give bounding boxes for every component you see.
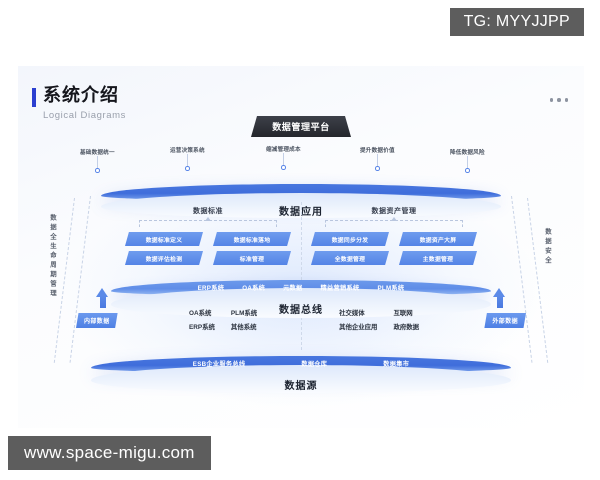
value-node-label: 运营决策系统 [170, 148, 205, 154]
value-node-0: 基础数据统一 [80, 148, 115, 173]
slide-canvas: 系统介绍 Logical Diagrams 数据管理平台 基础数据统一 运营决策… [18, 66, 584, 428]
value-node-label: 基础数据统一 [80, 150, 115, 156]
arrow-head [493, 288, 505, 297]
layer-data-bus-face [111, 288, 491, 318]
chip-item[interactable]: 标准管理 [213, 251, 291, 265]
source-item: 政府数据 [393, 324, 419, 331]
layer-data-source: 数据源 ESB企业服务总线 数据仓库 数据集市 [91, 356, 511, 396]
group-chip-list: 数据同步分发 数据资产大屏 全数据管理 主数据管理 [301, 232, 487, 265]
source-item: ERP系统 [189, 324, 215, 331]
source-item: 社交媒体 [339, 310, 365, 317]
internal-source-list: OA系统 PLM系统 ERP系统 其他系统 [189, 308, 257, 331]
value-node-4: 降低数据风险 [450, 148, 485, 173]
chip-item[interactable]: 全数据管理 [311, 251, 389, 265]
group-data-asset-management: 数据资产管理 数据同步分发 数据资产大屏 全数据管理 主数据管理 [301, 206, 487, 265]
value-node-dot-icon [465, 168, 470, 173]
value-node-dot-icon [281, 165, 286, 170]
side-label-security: 数据安全 [544, 228, 551, 266]
badge-external-data[interactable]: 外部数据 [484, 313, 526, 328]
value-node-stem [376, 154, 378, 166]
slide-header: 系统介绍 Logical Diagrams [32, 86, 126, 121]
group-chip-list: 数据标准定义 数据标准落地 数据评估检测 标准管理 [115, 232, 301, 265]
title-accent-bar [32, 88, 36, 107]
arrow-shaft [496, 296, 503, 308]
value-node-dot-icon [185, 166, 190, 171]
source-item: PLM系统 [230, 310, 258, 317]
chip-item[interactable]: 数据资产大屏 [399, 232, 477, 246]
chip-item[interactable]: 数据标准定义 [125, 232, 203, 246]
arrow-head [96, 288, 108, 297]
application-inner-panel: 数据标准 数据标准定义 数据标准落地 数据评估检测 标准管理 数据资产管理 数据… [115, 206, 487, 294]
layer-data-source-label: 数据源 [284, 381, 318, 392]
value-node-1: 运营决策系统 [170, 146, 205, 171]
platform-banner: 数据管理平台 [251, 116, 351, 137]
source-item: OA系统 [189, 310, 212, 317]
watermark-bottom: www.space-migu.com [8, 436, 211, 470]
page-subtitle: Logical Diagrams [43, 110, 126, 121]
group-data-standard: 数据标准 数据标准定义 数据标准落地 数据评估检测 标准管理 [115, 206, 301, 265]
value-node-dot-icon [95, 168, 100, 173]
value-node-stem [466, 156, 468, 168]
group-title: 数据标准 [193, 208, 223, 215]
group-title: 数据资产管理 [371, 208, 417, 215]
badge-internal-data[interactable]: 内部数据 [76, 313, 118, 328]
chip-item[interactable]: 数据同步分发 [311, 232, 389, 246]
value-node-3: 提升数据价值 [360, 146, 395, 171]
source-item: 其他企业应用 [339, 324, 378, 331]
dot-1 [549, 98, 553, 102]
chip-item[interactable]: 数据评估检测 [125, 251, 203, 265]
value-node-stem [96, 156, 98, 168]
value-node-label: 缩减管理成本 [266, 147, 301, 153]
value-node-2: 缩减管理成本 [266, 145, 301, 170]
more-dots-icon[interactable] [549, 98, 568, 102]
arrow-up-internal-icon [96, 288, 109, 308]
external-source-list: 社交媒体 互联网 其他企业应用 政府数据 [339, 308, 419, 331]
layer-data-bus-label: 数据总线 [279, 305, 323, 316]
layer-data-bus: 数据总线 ERP系统 OA系统 元数据 精益营销系统 PLM系统 [111, 280, 491, 322]
diagram-stage: 数据管理平台 基础数据统一 运营决策系统 缩减管理成本 提升数据价值 降低数据风… [18, 66, 584, 428]
value-node-label: 提升数据价值 [360, 148, 395, 154]
source-lists: OA系统 PLM系统 ERP系统 其他系统 社交媒体 互联网 其他企业应用 政府… [131, 308, 471, 342]
arrow-shaft [99, 296, 106, 308]
value-node-stem [186, 154, 188, 166]
group-bracket [139, 220, 277, 227]
center-divider [301, 202, 302, 350]
side-label-lifecycle: 数据全生命周期管理 [49, 214, 56, 299]
value-node-label: 降低数据风险 [450, 150, 485, 156]
chip-item[interactable]: 数据标准落地 [213, 232, 291, 246]
dot-2 [557, 98, 561, 102]
value-node-stem [282, 153, 284, 165]
source-item: 互联网 [393, 310, 413, 317]
group-bracket [325, 220, 463, 227]
arrow-up-external-icon [493, 288, 506, 308]
page-title: 系统介绍 [43, 85, 119, 105]
watermark-top: TG: MYYJJPP [449, 8, 584, 36]
value-node-dot-icon [375, 166, 380, 171]
chip-item[interactable]: 主数据管理 [399, 251, 477, 265]
source-item: 其他系统 [230, 324, 257, 331]
dot-3 [564, 98, 568, 102]
layer-data-source-face [91, 365, 511, 393]
layer-application-label: 数据应用 [279, 207, 323, 218]
